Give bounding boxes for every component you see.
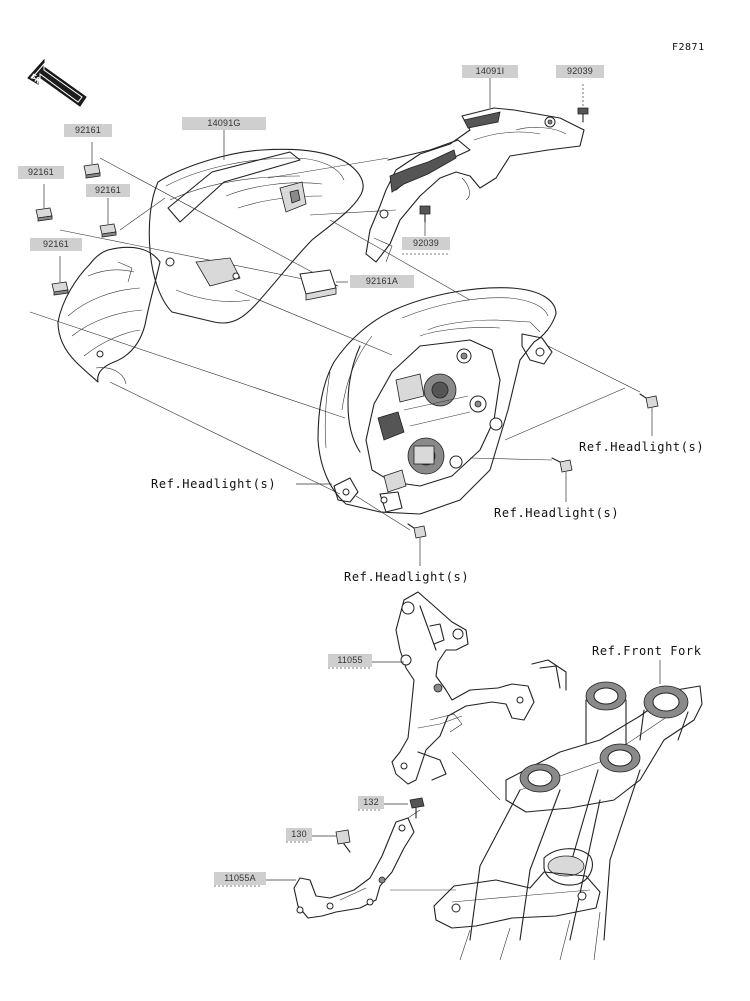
bolt-92039-mid	[419, 205, 431, 236]
part-number-92161-c[interactable]: 92161	[86, 184, 130, 197]
label-leaders	[214, 78, 491, 887]
part-number-14091G[interactable]: 14091G	[182, 117, 266, 130]
pad-92161-a	[83, 142, 101, 179]
pad-92161-b	[35, 184, 53, 222]
part-number-14091I[interactable]: 14091I	[462, 65, 518, 78]
screw-132	[409, 797, 425, 819]
headlight-assembly	[317, 287, 557, 515]
ref-front-fork[interactable]: Ref.Front Fork	[592, 644, 702, 658]
ref-headlight-right[interactable]: Ref.Headlight(s)	[579, 440, 705, 454]
part-number-132[interactable]: 132	[358, 796, 384, 809]
ref-headlight-bottom[interactable]: Ref.Headlight(s)	[344, 570, 470, 584]
pad-92161-c	[99, 198, 117, 238]
cowl-14091G	[148, 148, 364, 324]
left-side-panel	[57, 246, 161, 385]
bracket-14091I	[365, 107, 585, 263]
front-fork	[433, 660, 703, 961]
bracket-11055	[391, 591, 567, 785]
part-number-92161-b[interactable]: 92161	[18, 166, 64, 179]
pad-92161-d	[51, 256, 69, 296]
part-number-92161-d[interactable]: 92161	[30, 238, 82, 251]
assembly-lines	[29, 157, 641, 891]
part-number-92161A[interactable]: 92161A	[350, 275, 414, 288]
part-number-92039-mid[interactable]: 92039	[402, 237, 450, 250]
screw-130	[335, 829, 351, 853]
part-number-11055A[interactable]: 11055A	[214, 872, 266, 885]
bolt-92039-top	[577, 84, 589, 123]
part-number-11055[interactable]: 11055	[328, 654, 372, 667]
screw-headlight-bottom	[407, 523, 427, 566]
ref-headlight-mid[interactable]: Ref.Headlight(s)	[494, 506, 620, 520]
screw-headlight-right	[639, 393, 659, 436]
part-number-130[interactable]: 130	[286, 828, 312, 841]
bracket-11055A	[293, 817, 415, 919]
screw-headlight-mid	[551, 457, 573, 502]
ref-headlight-left[interactable]: Ref.Headlight(s)	[151, 477, 277, 491]
pad-92161A	[299, 269, 348, 301]
diagram-code: F2871	[672, 42, 705, 53]
part-number-92161-a[interactable]: 92161	[64, 124, 112, 137]
part-number-92039-top[interactable]: 92039	[556, 65, 604, 78]
front-arrow-icon	[27, 58, 87, 107]
